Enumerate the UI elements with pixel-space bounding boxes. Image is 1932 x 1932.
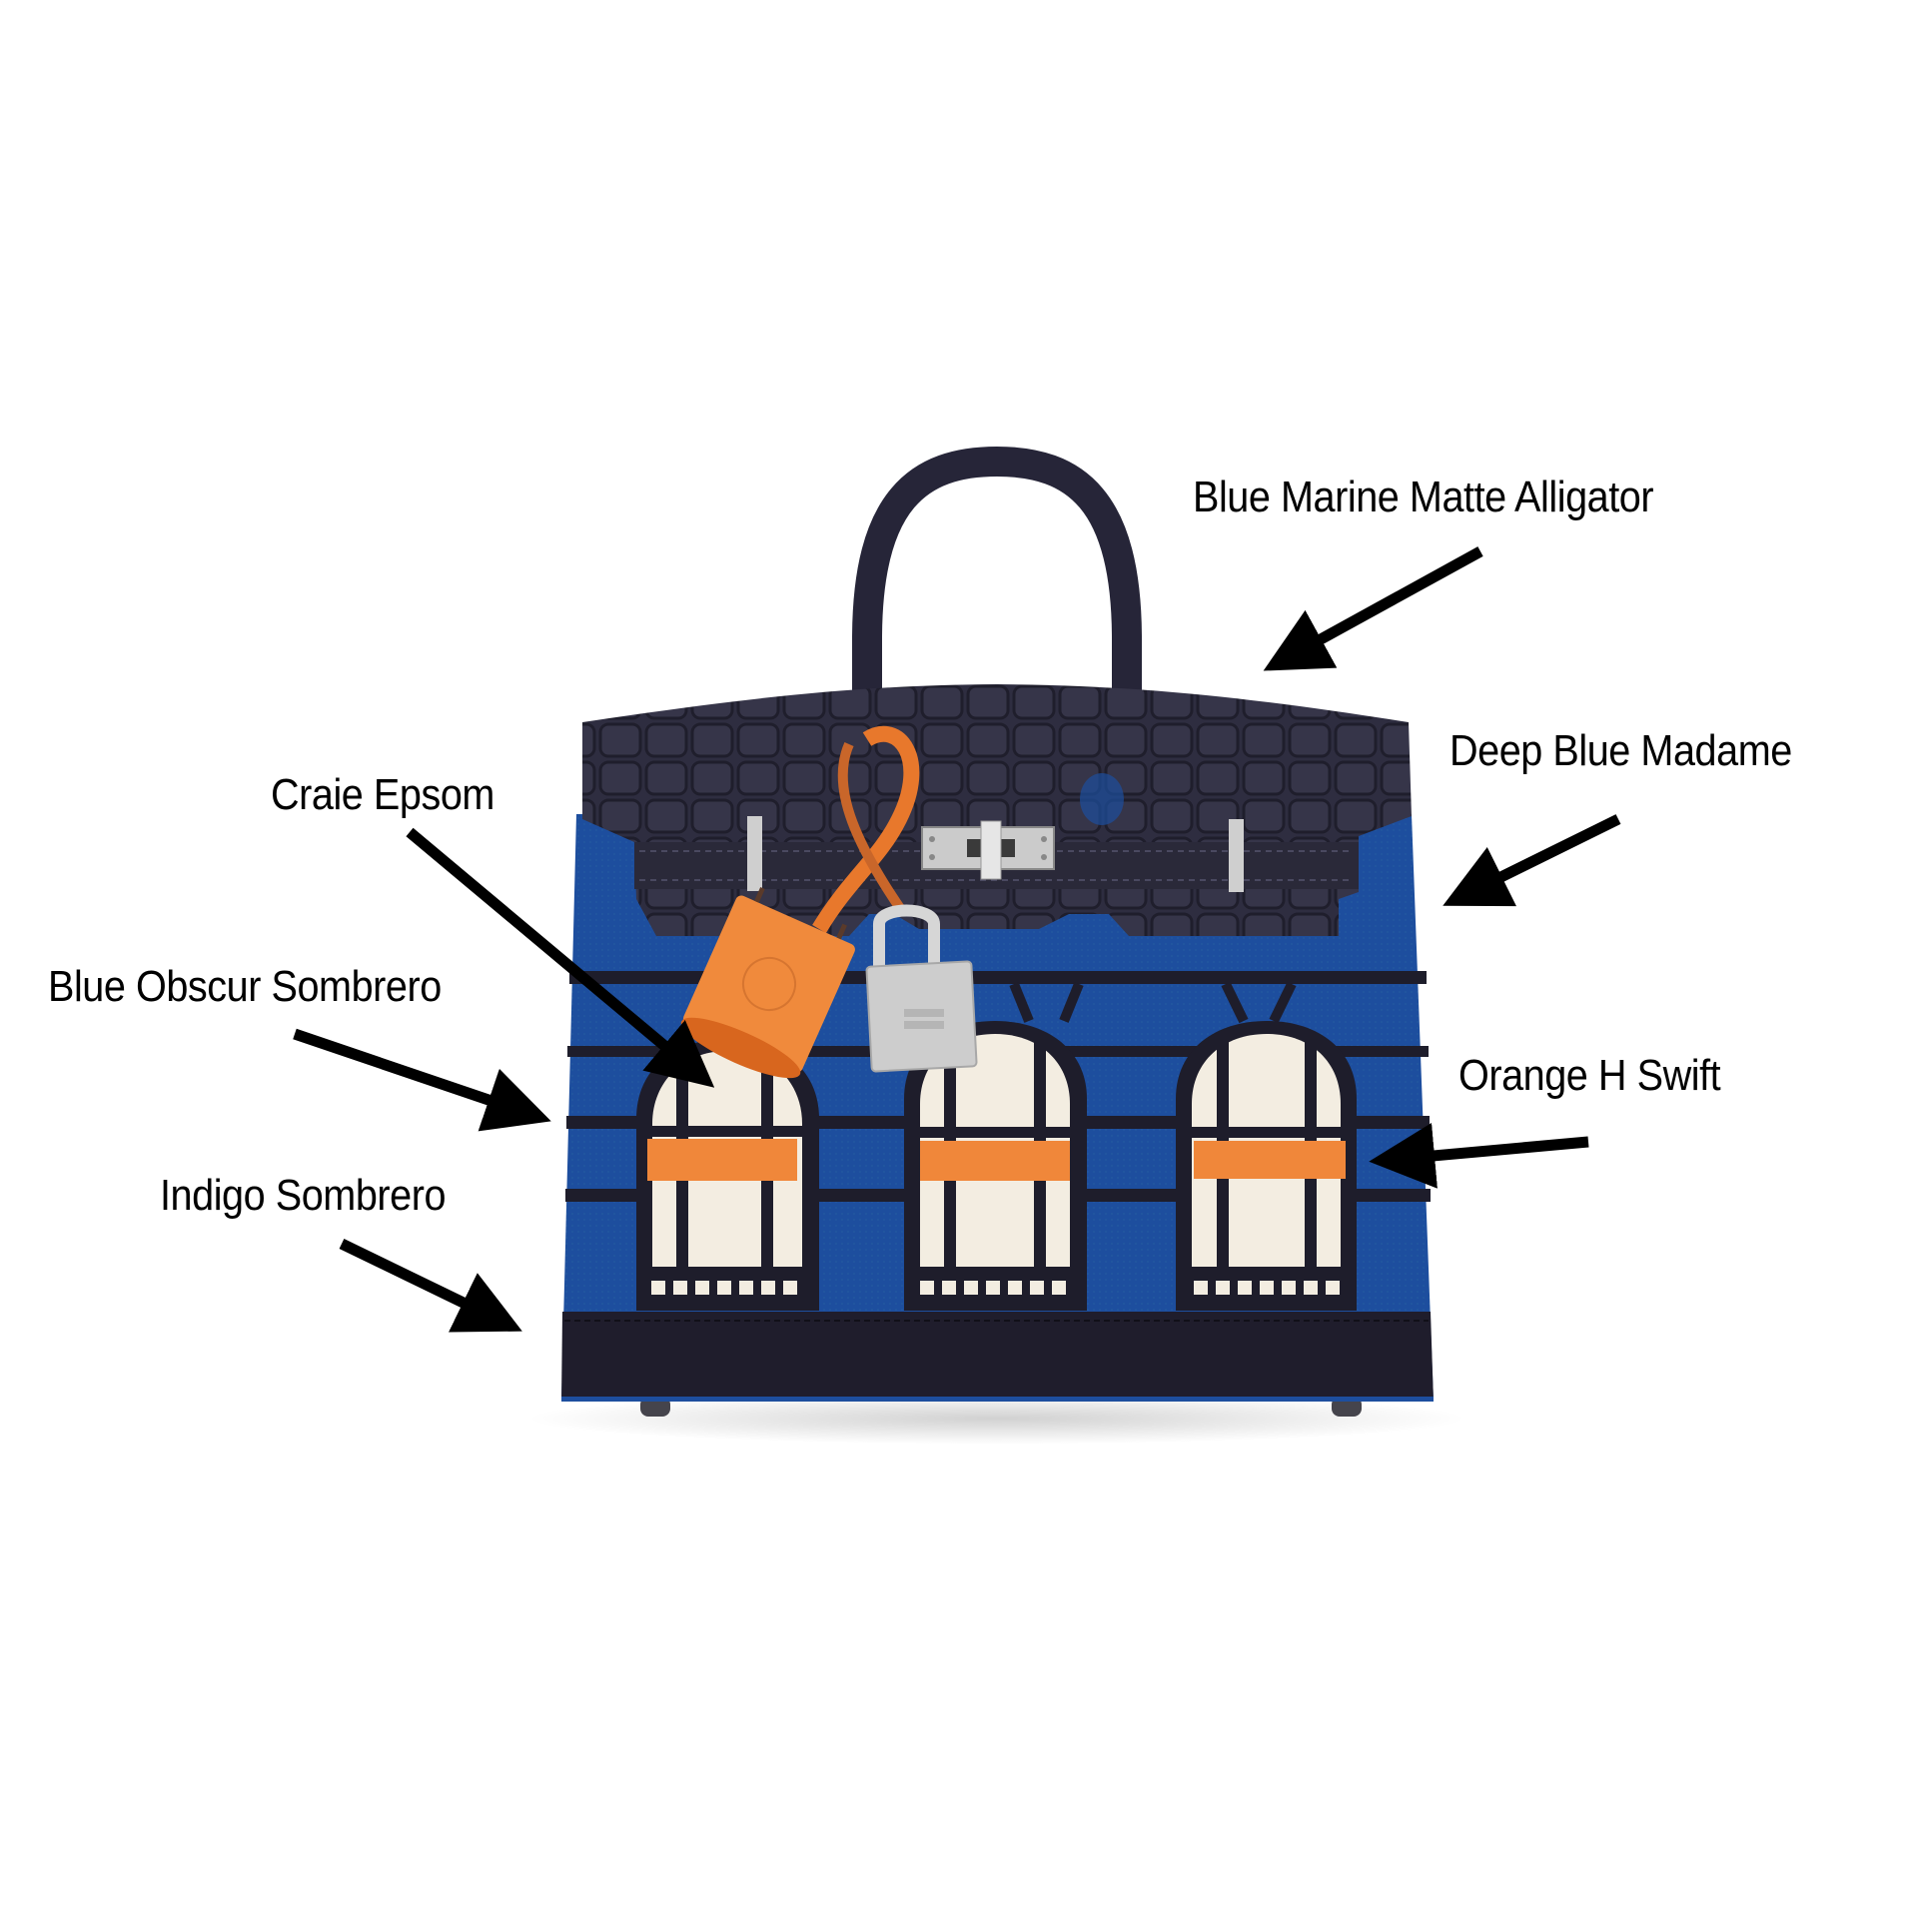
facade-v-lines (1009, 981, 1297, 1024)
right-bar-hardware (1229, 819, 1244, 892)
arrow-blue-obscur-sombrero (293, 1028, 551, 1132)
label-indigo-sombrero: Indigo Sombrero (160, 1171, 447, 1220)
windows (636, 1021, 1357, 1311)
arrow-blue-marine-matte-alligator (1263, 546, 1483, 671)
arrow-craie-epsom (406, 827, 715, 1088)
arrow-orange-h-swift (1369, 1122, 1589, 1189)
label-craie-epsom: Craie Epsom (271, 770, 494, 819)
label-orange-h-swift: Orange H Swift (1458, 1051, 1721, 1100)
arrow-indigo-sombrero (339, 1239, 522, 1333)
label-blue-obscur-sombrero: Blue Obscur Sombrero (48, 962, 442, 1011)
handle (852, 446, 1142, 874)
label-deep-blue-madame: Deep Blue Madame (1449, 726, 1792, 775)
window-3 (1176, 1021, 1357, 1311)
arrow-deep-blue-madame (1443, 814, 1621, 907)
window-1 (636, 1039, 819, 1311)
bag-shadow (527, 1393, 1466, 1445)
window-2 (904, 1021, 1087, 1311)
turnlock (921, 820, 1055, 880)
left-bar-hardware (747, 816, 762, 891)
clochette-strap (812, 725, 920, 934)
padlock (865, 904, 978, 1073)
bottom-band-indigo (561, 1312, 1434, 1402)
label-blue-marine-matte-alligator: Blue Marine Matte Alligator (1193, 473, 1654, 521)
clochette (680, 887, 855, 1079)
